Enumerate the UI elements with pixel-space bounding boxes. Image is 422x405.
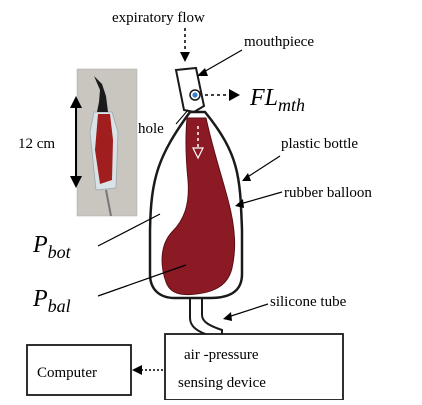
plastic-bottle-pointer (246, 156, 280, 178)
mouthpiece-pointer-head (197, 68, 208, 76)
hole-fill (192, 92, 197, 97)
fl-mth-sub: mth (278, 95, 305, 115)
silicone-tube-pointer-head (223, 312, 232, 321)
device-photo (77, 69, 137, 216)
expiratory-flow-arrow-head (180, 52, 190, 62)
data-link-arrow-head (132, 365, 142, 375)
fl-mth-main: FL (249, 85, 278, 111)
silicone-tube-pointer (228, 304, 268, 317)
mouthpiece-pointer (202, 50, 242, 73)
computer-label: Computer (37, 365, 97, 381)
p-bal-symbol: Pbal (32, 286, 71, 316)
length-dimension: 12 cm (18, 96, 82, 188)
plastic-bottle-pointer-head (242, 173, 251, 181)
fl-mth-arrow-head (229, 89, 240, 101)
expiratory-flow-label: expiratory flow (112, 10, 205, 26)
hole-label: hole (138, 121, 164, 137)
length-label: 12 cm (18, 136, 55, 152)
plastic-bottle-label: plastic bottle (281, 136, 358, 152)
p-bot-sub: bot (48, 242, 72, 262)
silicone-tube-label: silicone tube (270, 294, 347, 310)
p-bot-main: P (32, 232, 48, 258)
p-bal-sub: bal (48, 296, 71, 316)
rubber-balloon-pointer (240, 192, 282, 204)
fl-mth-symbol: FLmth (249, 85, 305, 115)
sensing-device-line2: sensing device (178, 375, 266, 391)
mouthpiece-label: mouthpiece (244, 34, 314, 50)
p-bot-symbol: Pbot (32, 232, 72, 262)
sensing-device-line1: air -pressure (184, 347, 259, 363)
rubber-balloon-label: rubber balloon (284, 185, 372, 201)
p-bal-main: P (32, 286, 48, 312)
